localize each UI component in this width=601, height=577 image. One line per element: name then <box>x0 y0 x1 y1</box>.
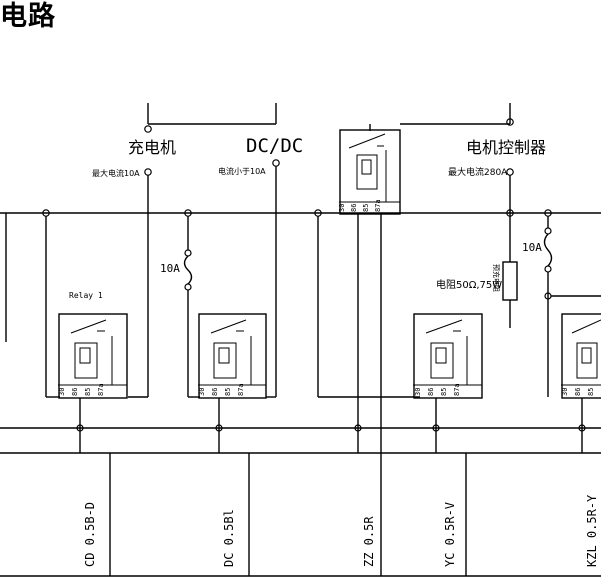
left-fuse <box>183 255 193 285</box>
relay1-pin-87a: 87a <box>97 383 105 396</box>
relay5-pin-86: 86 <box>574 388 582 396</box>
relay1-pin-86: 86 <box>71 388 79 396</box>
relay4-pin-30: 30 <box>414 388 422 396</box>
node-r3 <box>354 424 362 432</box>
node-r4 <box>432 424 440 432</box>
relay5-pin-30: 30 <box>561 388 569 396</box>
label-dcdc-current: 电流小于10A <box>218 166 266 176</box>
relay2-pin-87a: 87a <box>237 383 245 396</box>
relay-pin-labels: 30 86 85 87a 30 86 85 87a 30 86 85 87a 30 86 85 87a 30 86… <box>58 199 601 396</box>
right-fuse-bottom <box>544 265 552 273</box>
relay2-pin-86: 86 <box>211 388 219 396</box>
label-resistor-name: 预充电阻 <box>492 264 501 292</box>
bus-node-4 <box>506 209 514 217</box>
page-title: 电路 <box>0 1 56 32</box>
wire-label-zz: ZZ 0.5R <box>362 516 376 567</box>
relay4-pin-87a: 87a <box>453 383 461 396</box>
relay4-pin-85: 85 <box>440 388 448 396</box>
relay2-pin-85: 85 <box>224 388 232 396</box>
relay1-pin-30: 30 <box>58 388 66 396</box>
label-fuse-right: 10A <box>522 241 542 254</box>
label-resistor-spec: 电阻50Ω,75W <box>436 278 502 291</box>
left-fuse-top <box>184 249 192 257</box>
charger-terminal <box>144 125 152 133</box>
relay-top <box>339 129 401 215</box>
relaytop-pin-30: 30 <box>338 204 346 212</box>
relay-2 <box>198 313 267 399</box>
node-r1 <box>76 424 84 432</box>
dcdc-terminal <box>272 159 280 167</box>
label-motor-current: 最大电流280A <box>448 166 508 178</box>
right-fuse-top <box>544 227 552 235</box>
relay-4 <box>413 313 483 399</box>
label-relay1: Relay 1 <box>69 291 103 300</box>
right-fuse <box>543 233 553 267</box>
label-charger-current: 最大电流10A <box>92 168 140 178</box>
wire-label-yc: YC 0.5R-V <box>443 502 457 567</box>
motor-terminal-top <box>506 118 514 126</box>
relay-1 <box>58 313 128 399</box>
relay5-pin-85: 85 <box>587 388 595 396</box>
label-fuse-left: 10A <box>160 262 180 275</box>
relaytop-pin-85: 85 <box>362 204 370 212</box>
precharge-resistor <box>502 261 518 301</box>
wire-label-dc: DC 0.5Bl <box>222 509 236 567</box>
node-r2 <box>215 424 223 432</box>
motor-terminal-2 <box>506 168 514 176</box>
label-dcdc: DC/DC <box>246 135 303 157</box>
label-charger: 充电机 <box>128 138 176 157</box>
relay-5 <box>561 313 601 399</box>
wire-label-cd: CD 0.5B-D <box>83 502 97 567</box>
left-fuse-bottom <box>184 283 192 291</box>
relay4-pin-86: 86 <box>427 388 435 396</box>
relaytop-pin-86: 86 <box>350 204 358 212</box>
label-motor-ctrl: 电机控制器 <box>466 138 546 157</box>
wire-label-kzl: KZL 0.5R-Y <box>585 494 599 567</box>
relay2-pin-30: 30 <box>198 388 206 396</box>
relay1-pin-85: 85 <box>84 388 92 396</box>
relaytop-pin-87a: 87a <box>374 199 382 212</box>
node-r5 <box>578 424 586 432</box>
charger-terminal-2 <box>144 168 152 176</box>
